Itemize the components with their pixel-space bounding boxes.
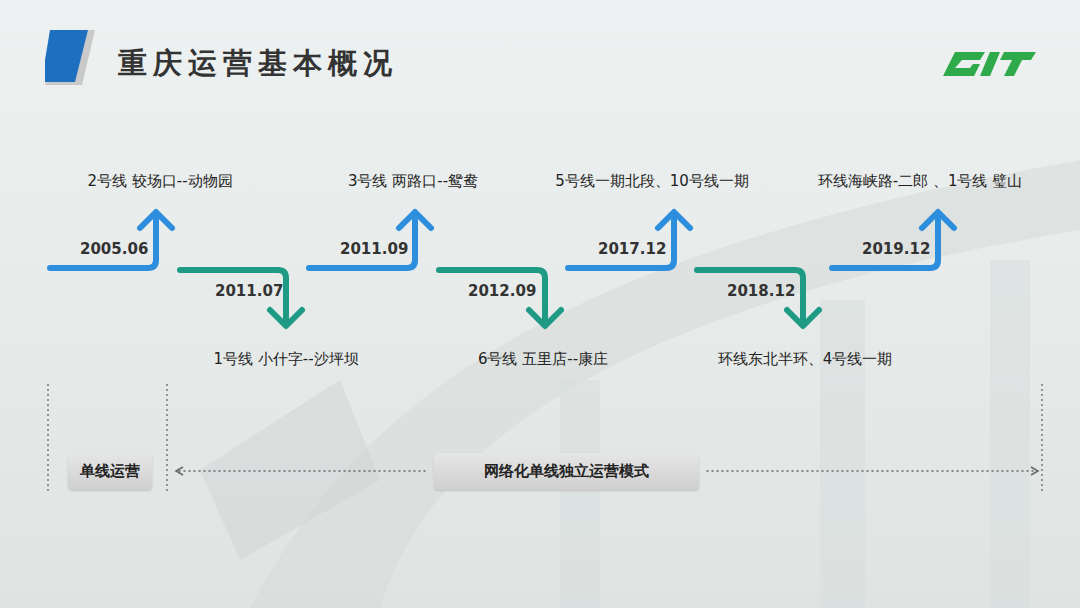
year-label: 2011.09 xyxy=(340,240,408,258)
mode-text: 单线运营 xyxy=(80,462,140,481)
line-label: 2号线 较场口--动物园 xyxy=(87,172,232,191)
line-label: 环线东北半环、4号线一期 xyxy=(718,350,893,369)
mode-box: 网络化单线独立运营模式 xyxy=(434,453,699,490)
year-label: 2018.12 xyxy=(727,282,795,300)
mode-box: 单线运营 xyxy=(68,453,152,490)
slide-title: 重庆运营基本概况 xyxy=(118,44,398,84)
line-label: 6号线 五里店--康庄 xyxy=(478,350,608,369)
line-label: 环线海峡路-二郎 、1号线 璧山 xyxy=(818,172,1023,191)
year-label: 2012.09 xyxy=(468,282,536,300)
span-arrow-left xyxy=(176,467,426,475)
year-label: 2011.07 xyxy=(215,282,283,300)
span-arrow-right xyxy=(707,467,1039,475)
line-label: 5号线一期北段、10号线一期 xyxy=(555,172,749,191)
year-label: 2005.06 xyxy=(80,240,148,258)
year-label: 2017.12 xyxy=(598,240,666,258)
year-label: 2019.12 xyxy=(862,240,930,258)
line-label: 3号线 两路口--鸳鸯 xyxy=(348,172,478,191)
line-label: 1号线 小什字--沙坪坝 xyxy=(213,350,358,369)
mode-text: 网络化单线独立运营模式 xyxy=(484,462,649,481)
